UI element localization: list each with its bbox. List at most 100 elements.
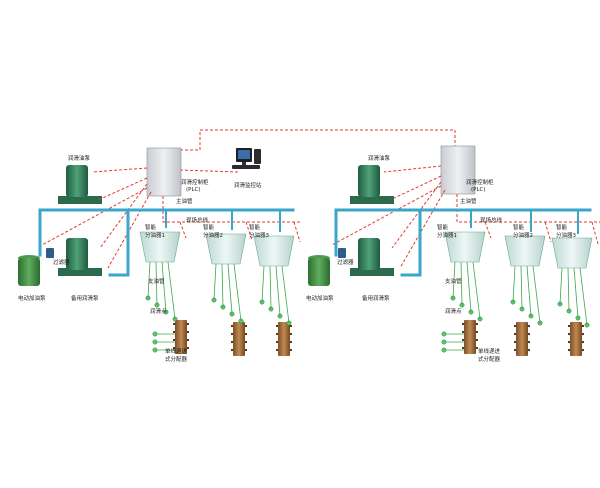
feed-line	[573, 267, 579, 319]
lubrication-system-left: 润滑油泵 润滑控制柜 (PLC) 主油管 现场总线 过滤器 电动加油泵 备用润滑…	[18, 147, 302, 363]
filter-label: 过滤器	[53, 258, 70, 266]
distributor-2-label-2: 分油器2	[203, 231, 223, 239]
feed-line	[472, 261, 481, 320]
backup-pump-icon	[66, 238, 88, 270]
controller-filter-link	[107, 191, 152, 269]
controller-backup-link	[99, 183, 148, 249]
progressive-distributor-label: 单线递进	[165, 347, 188, 355]
controller-sub-label: (PLC)	[186, 187, 201, 193]
distributor-3-label-1: 智能	[249, 223, 261, 231]
feed-line	[559, 267, 563, 305]
distributor-3-label-2: 分油器3	[556, 231, 577, 239]
main-pump-icon	[358, 165, 380, 197]
controller-pump-link-2	[389, 175, 442, 201]
feed-line	[233, 263, 242, 322]
field-bus-drop-3	[293, 221, 301, 243]
backup-pump-icon	[358, 238, 380, 270]
feed-line	[213, 263, 217, 301]
progressive-distributor-block-3	[570, 322, 582, 356]
progressive-distributor-block-1	[175, 320, 187, 354]
progressive-distributor-label-2: 式分配器	[478, 355, 501, 363]
smart-distributor-1	[139, 231, 181, 263]
backup-pump-pipe	[108, 208, 130, 277]
feed-line	[155, 261, 158, 306]
feed-line	[526, 265, 532, 317]
lube-point-icon	[152, 347, 158, 353]
controller-to-pc-link	[179, 169, 239, 173]
bus-label: 现场总线	[186, 216, 209, 224]
progressive-distributor-label: 单线递进	[478, 347, 501, 355]
feed-line	[261, 265, 265, 303]
filter-icon	[338, 248, 346, 258]
backup-pump-label: 备用润滑泵	[362, 294, 390, 302]
feed-line	[221, 263, 224, 308]
feed-line	[579, 267, 588, 326]
filter-icon	[46, 248, 54, 258]
refill-pump-tank-icon	[308, 258, 330, 286]
distributor-1-label-2: 分油器1	[437, 231, 457, 239]
distributor-1-label-1: 智能	[145, 223, 157, 231]
progressive-distributor-block-1	[464, 320, 476, 354]
main-pump-label: 润滑油泵	[68, 154, 91, 162]
feed-line	[452, 261, 456, 299]
lube-point-label: 润滑点	[445, 307, 462, 315]
field-bus-drop-2	[245, 221, 253, 241]
controller-filter-link	[399, 189, 446, 269]
feed-line	[167, 261, 176, 320]
controller-backup-link	[391, 181, 442, 249]
controller-pump-link-2	[97, 177, 148, 201]
controller-pump-link	[383, 165, 442, 173]
keyboard-icon	[232, 165, 260, 169]
backup-pump-base	[58, 268, 102, 276]
feed-line	[512, 265, 516, 303]
lube-point-icon	[441, 331, 447, 337]
lube-point-label: 润滑点	[150, 307, 167, 315]
controller-label: 润滑控制柜	[181, 178, 209, 186]
controller-label: 润滑控制柜	[466, 178, 494, 186]
feed-line	[520, 265, 523, 310]
filter-label: 过滤器	[337, 258, 354, 266]
controller-sub-label: (PLC)	[471, 187, 486, 193]
controller-pump-link	[91, 167, 148, 173]
refill-pump-tank-icon	[18, 258, 40, 286]
smart-distributor-3	[253, 235, 295, 267]
field-bus-drop-2	[544, 221, 552, 243]
progressive-distributor-label-2: 式分配器	[165, 355, 188, 363]
smart-distributor-2	[205, 233, 247, 265]
feed-line	[466, 261, 472, 313]
feed-line	[460, 261, 463, 306]
monitoring-pc-label: 润滑监控站	[234, 181, 262, 189]
main-pump-icon	[66, 165, 88, 197]
main-pipe-label: 主油管	[460, 197, 477, 205]
controller-refill-link	[331, 185, 442, 246]
monitoring-network: 润滑监控站	[179, 129, 456, 189]
smart-distributor-1	[444, 231, 486, 263]
lube-point-icon	[152, 331, 158, 337]
branch-pipe-label: 支油管	[445, 277, 462, 285]
branch-pipe-label: 支油管	[148, 277, 165, 285]
lubrication-system-right: 润滑油泵 润滑控制柜 (PLC) 主油管 现场总线 过滤器 电动加油泵 备用润滑…	[306, 145, 600, 363]
progressive-distributor-block-2	[233, 322, 245, 356]
feed-line	[281, 265, 290, 324]
progressive-distributor-block-2	[516, 322, 528, 356]
pc-tower-icon	[254, 149, 261, 164]
network-link-bus	[180, 129, 456, 151]
distributor-3-label-2: 分油器3	[249, 231, 270, 239]
feed-line	[532, 265, 541, 324]
main-pump-base	[58, 196, 102, 204]
field-bus-drop-1	[484, 221, 492, 239]
bus-label: 现场总线	[480, 216, 503, 224]
refill-pump-label: 电动加油泵	[18, 294, 46, 302]
field-bus-line	[456, 194, 600, 223]
feed-line	[269, 265, 272, 310]
lube-point-icon	[152, 339, 158, 345]
feed-line	[161, 261, 167, 313]
control-cabinet-plc	[440, 145, 476, 195]
smart-distributor-2	[504, 235, 546, 267]
progressive-distributor-block-3	[278, 322, 290, 356]
distributor-1-label-1: 智能	[437, 223, 449, 231]
field-bus-drop-3	[591, 221, 599, 245]
main-pipe-label: 主油管	[176, 197, 193, 205]
feed-line	[275, 265, 281, 317]
